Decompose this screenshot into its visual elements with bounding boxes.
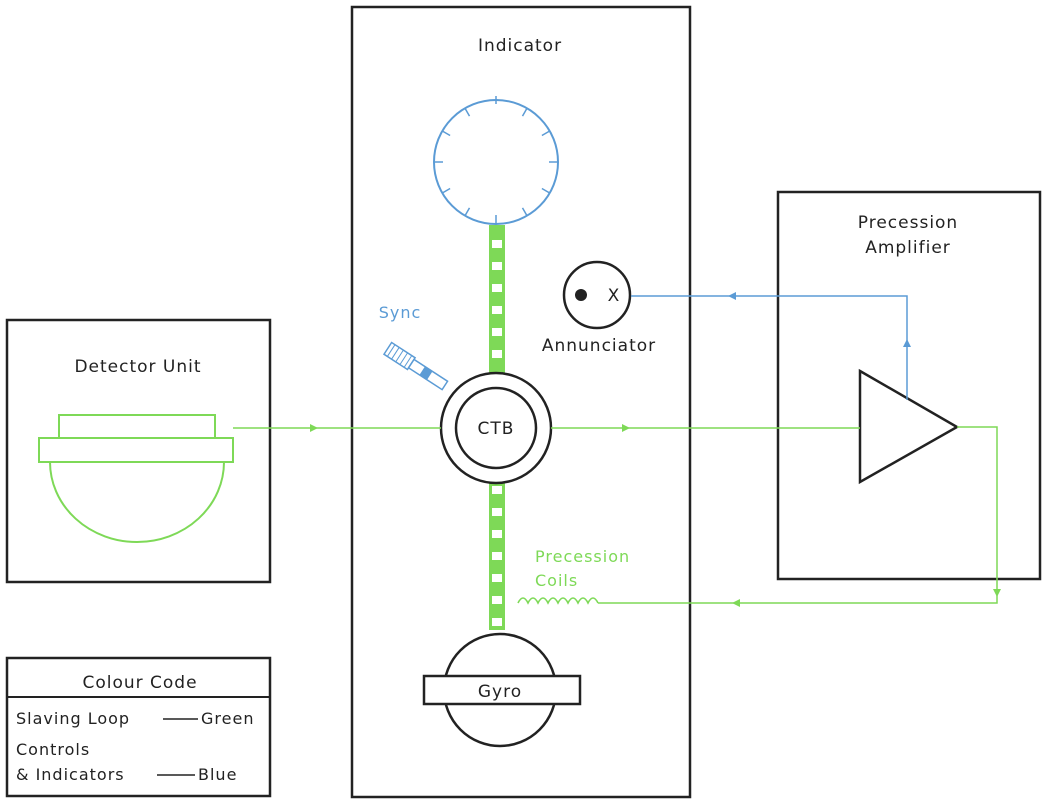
shaft-dash — [492, 508, 502, 516]
dial-tick — [464, 207, 471, 217]
legend-title: Colour Code — [82, 673, 197, 693]
annunciator-lamp: X — [562, 260, 632, 330]
arrow-icon — [728, 292, 736, 300]
precession-amplifier-box — [776, 190, 1042, 581]
dial-tick — [541, 130, 551, 137]
detector-unit-box — [5, 318, 272, 584]
annunciator-label: Annunciator — [542, 336, 656, 356]
shaft-dash — [492, 350, 502, 358]
dial-tick — [464, 107, 471, 117]
precession-coils-label-2: Coils — [535, 571, 578, 590]
ctb-label: CTB — [478, 419, 515, 439]
shaft-dash — [492, 262, 502, 270]
signal-amplifier-to-annunciator — [631, 295, 908, 400]
compass-dial-icon — [433, 96, 559, 225]
shaft-dash — [492, 306, 502, 314]
dial-tick — [441, 130, 451, 137]
legend-row2-label-1: Controls — [16, 740, 90, 759]
arrow-icon — [903, 339, 911, 347]
upper-shaft — [489, 225, 505, 383]
dial-tick — [521, 107, 528, 117]
indicator-title: Indicator — [478, 36, 562, 56]
arrow-icon — [732, 599, 740, 607]
shaft-dash — [492, 530, 502, 538]
sync-label: Sync — [379, 303, 422, 322]
detector-icon — [38, 414, 234, 543]
sync-knob-icon[interactable] — [382, 341, 449, 392]
arrow-icon — [310, 424, 318, 432]
precession-amplifier-title-1: Precession — [858, 213, 958, 233]
shaft-dash — [492, 328, 502, 336]
lower-shaft — [489, 472, 505, 630]
triangle-amplifier-icon — [858, 368, 960, 485]
shaft-dash — [492, 574, 502, 582]
annunciator-x-label: X — [608, 286, 621, 306]
shaft-dash — [492, 618, 502, 626]
dial-tick — [521, 207, 528, 217]
precession-amplifier-title-2: Amplifier — [865, 238, 951, 258]
shaft-dash — [492, 284, 502, 292]
arrow-icon — [993, 589, 1001, 597]
dial-tick — [441, 187, 451, 194]
colour-code-legend: Colour Code Slaving Loop Green Controls … — [5, 656, 272, 798]
legend-row2-value: Blue — [198, 765, 237, 784]
shaft-dash — [492, 596, 502, 604]
signal-amplifier-to-coils — [598, 426, 998, 604]
legend-row1-value: Green — [201, 709, 254, 728]
shaft-dash — [492, 552, 502, 560]
dial-tick — [541, 187, 551, 194]
shaft-dash — [492, 240, 502, 248]
gyro-label: Gyro — [478, 682, 522, 702]
gyro-unit: Gyro — [422, 632, 582, 748]
precession-coils-label-1: Precession — [535, 547, 630, 566]
shaft-dash — [492, 486, 502, 494]
ctb-unit: CTB — [439, 371, 553, 485]
indicator-box — [350, 5, 692, 799]
legend-row1-label: Slaving Loop — [16, 709, 130, 728]
arrow-icon — [622, 424, 630, 432]
detector-unit-title: Detector Unit — [74, 357, 201, 377]
legend-row2-label-2: & Indicators — [16, 765, 125, 784]
coil-icon — [517, 597, 599, 605]
